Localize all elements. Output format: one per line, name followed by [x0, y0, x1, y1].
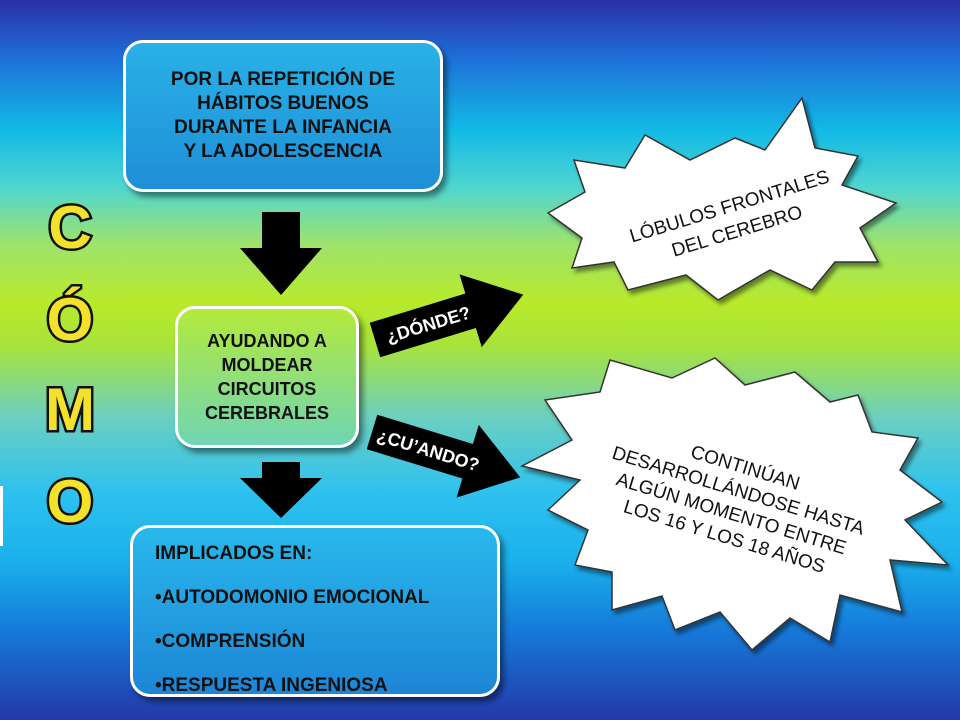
box-bottom-item-2: •COMPRENSIÓN — [155, 631, 306, 652]
box-top-line-3: DURANTE LA INFANCIA — [174, 117, 392, 138]
box-mid: AYUDANDO A MOLDEAR CIRCUITOS CEREBRALES — [175, 306, 359, 448]
burst-when — [519, 357, 950, 652]
side-title-letter-4: O — [47, 468, 94, 535]
box-top-line-1: POR LA REPETICIÓN DE — [170, 69, 396, 90]
down-arrow-bottom — [240, 462, 322, 518]
side-title-letter-3: M — [45, 376, 95, 443]
box-bottom-item-3: •RESPUESTA INGENIOSA — [155, 675, 388, 696]
box-bottom-heading: IMPLICADOS EN: — [155, 543, 313, 564]
box-top-line-2: HÁBITOS BUENOS — [197, 93, 369, 114]
box-bottom-item-1: •AUTODOMONIO EMOCIONAL — [155, 587, 430, 608]
box-bottom: IMPLICADOS EN: •AUTODOMONIO EMOCIONAL •C… — [130, 525, 500, 697]
side-title-letter-2: Ó — [47, 286, 94, 353]
box-top: POR LA REPETICIÓN DE HÁBITOS BUENOS DURA… — [123, 40, 443, 192]
box-top-line-4: Y LA ADOLESCENCIA — [183, 141, 383, 162]
arrow-when: ¿CU’ANDO? — [366, 414, 521, 498]
box-mid-line-4: CEREBRALES — [204, 403, 329, 423]
side-title: C Ó M O — [43, 192, 98, 538]
box-mid-line-3: CIRCUITOS — [217, 379, 317, 399]
left-edge-mark — [0, 486, 3, 546]
arrow-where: ¿DÓNDE? — [369, 274, 524, 358]
side-title-letter-1: C — [48, 194, 91, 261]
down-arrow-top — [240, 212, 322, 295]
box-mid-line-1: AYUDANDO A — [207, 331, 327, 351]
burst-where — [546, 96, 898, 301]
box-mid-line-2: MOLDEAR — [221, 355, 313, 375]
